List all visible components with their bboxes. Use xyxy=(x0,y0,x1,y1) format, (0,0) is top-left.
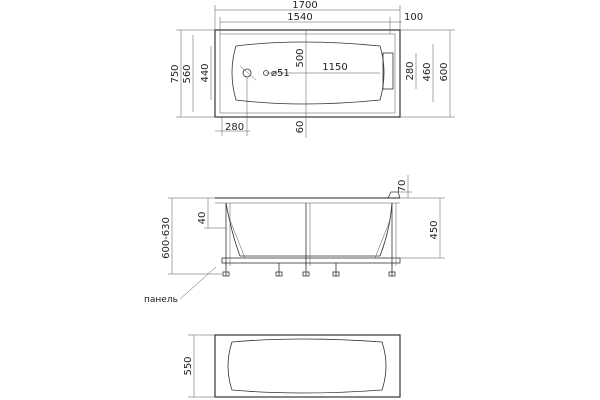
dim-1150: 1150 xyxy=(322,62,347,73)
dim-60: 60 xyxy=(295,121,306,134)
drain-circle xyxy=(242,68,252,78)
top-view: 1700 1540 100 750 560 440 500 1150 ⌀51 2… xyxy=(170,0,455,138)
panel-label: панель xyxy=(144,295,178,305)
panel-outer xyxy=(214,334,401,398)
dim-440: 440 xyxy=(200,63,211,82)
dim-280-bottom: 280 xyxy=(225,122,244,133)
dim-550: 550 xyxy=(183,356,194,375)
frame-bottom-bar xyxy=(221,257,401,264)
dim-560: 560 xyxy=(182,64,193,83)
dim-460: 460 xyxy=(422,62,433,81)
brace-right xyxy=(374,219,391,259)
dim-70: 70 xyxy=(397,180,408,193)
dim-100: 100 xyxy=(404,12,423,23)
side-headrest xyxy=(387,191,401,199)
dim-500: 500 xyxy=(295,48,306,67)
feet xyxy=(222,263,396,277)
dim-1700: 1700 xyxy=(292,0,317,11)
tub-bowl-outline xyxy=(231,41,385,105)
brace-left xyxy=(229,219,246,259)
bottom-view: 550 xyxy=(183,334,401,398)
dim-600-630: 600-630 xyxy=(161,217,172,259)
dim-40: 40 xyxy=(197,212,208,225)
dim-1540: 1540 xyxy=(287,12,312,23)
tub-outer-rim xyxy=(214,29,401,118)
dim-450: 450 xyxy=(429,220,440,239)
dim-750: 750 xyxy=(170,64,181,83)
headrest xyxy=(382,52,394,90)
side-bowl xyxy=(225,202,393,257)
drain-leader xyxy=(239,65,257,81)
dim-drain: ⌀51 xyxy=(271,68,290,79)
tub-inner-rim xyxy=(219,33,396,114)
side-view: 600-630 40 450 70 панель xyxy=(144,175,445,305)
panel-inner xyxy=(227,338,387,394)
dim-280-right: 280 xyxy=(405,61,416,80)
panel-leader xyxy=(179,266,217,300)
dim-600: 600 xyxy=(439,62,450,81)
